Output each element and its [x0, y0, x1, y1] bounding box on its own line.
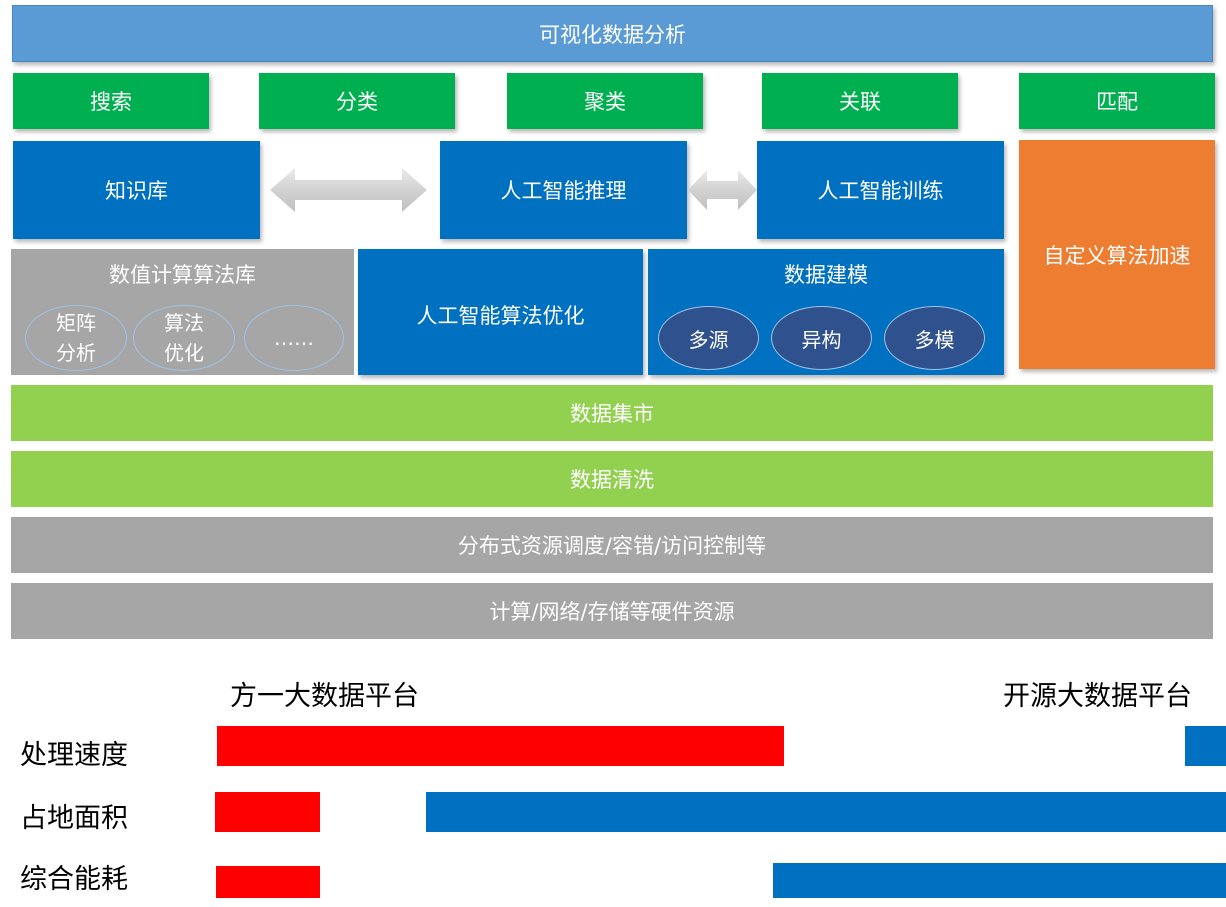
function-associate: 关联	[762, 73, 958, 129]
function-cluster-label: 聚类	[584, 90, 626, 114]
footprint-left-bar	[215, 792, 320, 832]
speed-right-bar	[1185, 726, 1226, 766]
data-mart-label: 数据集市	[570, 402, 654, 426]
function-match: 匹配	[1019, 73, 1215, 129]
ai-algorithm-optimization-label: 人工智能算法优化	[416, 304, 585, 328]
algorithm-optimization-line2: 优化	[164, 341, 204, 365]
ai-inference-label: 人工智能推理	[500, 179, 627, 203]
metric-footprint-label: 占地面积	[20, 803, 128, 834]
multi-modal-oval: 多模	[884, 306, 985, 370]
function-classify: 分类	[259, 73, 455, 129]
ai-training-label: 人工智能训练	[817, 179, 944, 203]
distributed-scheduling-label: 分布式资源调度/容错/访问控制等	[457, 534, 767, 558]
ai-algorithm-optimization-box: 人工智能算法优化	[358, 249, 643, 375]
more-items-label: ……	[274, 326, 314, 350]
data-cleaning-label: 数据清洗	[570, 468, 654, 492]
data-cleaning-bar: 数据清洗	[11, 451, 1213, 507]
hardware-resources-label: 计算/网络/存储等硬件资源	[489, 600, 735, 624]
multi-source-label: 多源	[688, 327, 729, 352]
distributed-scheduling-bar: 分布式资源调度/容错/访问控制等	[11, 517, 1213, 573]
function-search: 搜索	[13, 73, 209, 129]
algorithm-optimization-oval: 算法 优化	[133, 305, 235, 371]
speed-left-bar	[217, 726, 784, 766]
algorithm-optimization-line1: 算法	[164, 311, 204, 335]
function-search-label: 搜索	[90, 90, 132, 114]
function-classify-label: 分类	[336, 90, 378, 114]
data-mart-bar: 数据集市	[11, 385, 1213, 441]
function-match-label: 匹配	[1096, 90, 1138, 114]
custom-acceleration-label: 自定义算法加速	[1043, 243, 1191, 268]
metric-speed-label: 处理速度	[20, 740, 128, 771]
function-cluster: 聚类	[507, 73, 703, 129]
left-platform-title: 方一大数据平台	[230, 681, 419, 712]
matrix-analysis-line1: 矩阵	[56, 311, 96, 335]
multi-modal-label: 多模	[914, 327, 955, 352]
knowledge-base-box: 知识库	[13, 141, 260, 239]
multi-source-oval: 多源	[658, 306, 759, 370]
footprint-right-bar	[426, 792, 1226, 832]
energy-left-bar	[216, 866, 320, 898]
ai-inference-box: 人工智能推理	[440, 141, 687, 239]
hardware-resources-bar: 计算/网络/存储等硬件资源	[11, 583, 1213, 639]
knowledge-base-label: 知识库	[105, 179, 168, 203]
matrix-analysis-line2: 分析	[56, 341, 96, 365]
metric-energy-label: 综合能耗	[20, 864, 128, 895]
double-arrow-icon	[688, 170, 757, 210]
heterogeneous-oval: 异构	[771, 306, 872, 370]
heterogeneous-label: 异构	[801, 327, 842, 352]
matrix-analysis-oval: 矩阵 分析	[25, 305, 127, 371]
ai-training-box: 人工智能训练	[757, 141, 1004, 239]
custom-acceleration-box: 自定义算法加速	[1019, 140, 1215, 369]
visualization-bar: 可视化数据分析	[12, 5, 1213, 62]
energy-right-bar	[773, 863, 1226, 898]
numeric-library-title: 数值计算算法库	[109, 263, 256, 287]
double-arrow-icon	[270, 168, 427, 212]
visualization-label: 可视化数据分析	[539, 22, 686, 47]
right-platform-title: 开源大数据平台	[1003, 681, 1192, 712]
data-modeling-title: 数据建模	[784, 263, 868, 287]
more-items-oval: ……	[244, 305, 344, 371]
function-associate-label: 关联	[839, 90, 881, 114]
